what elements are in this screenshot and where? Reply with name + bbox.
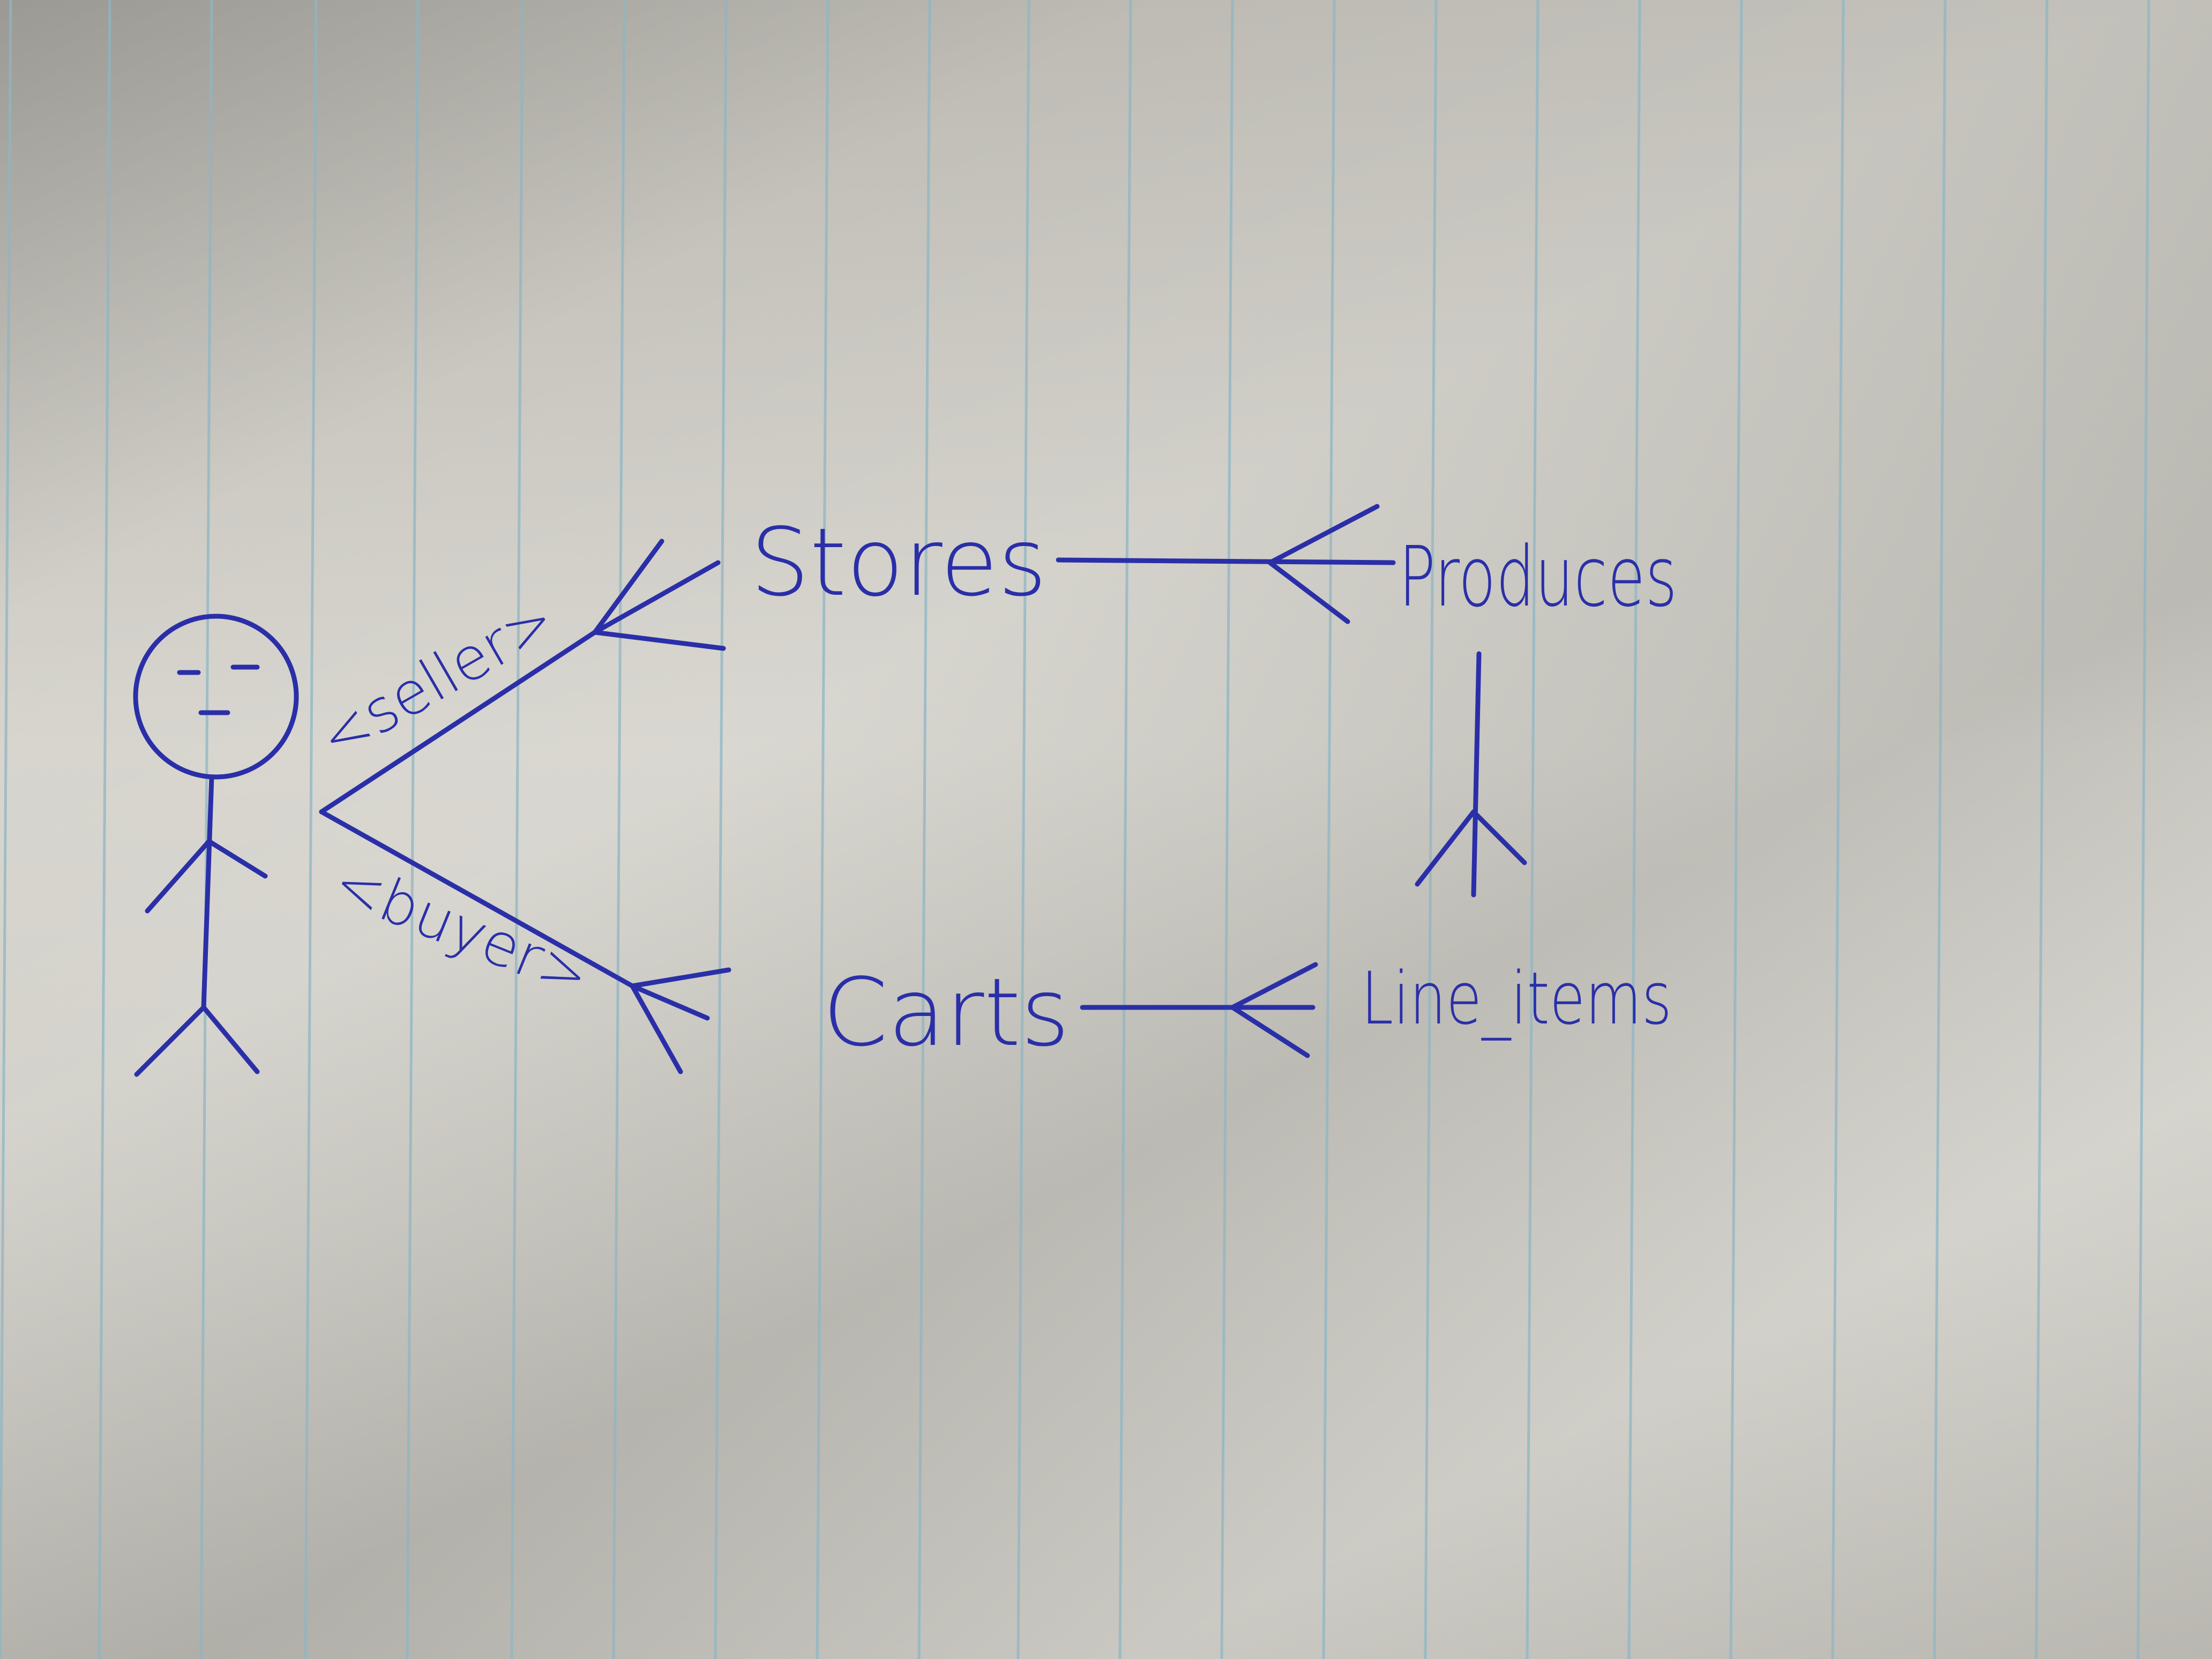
entity-label-line-items: Line_items xyxy=(1361,956,1672,1041)
role-label-buyer: <buyer> xyxy=(324,847,599,1011)
buyer-relationship-line xyxy=(319,809,731,1074)
stick-figure-icon xyxy=(133,614,299,1077)
entity-label-stores: Stores xyxy=(750,509,1047,617)
carts-lineitems-relationship xyxy=(1080,962,1318,1058)
entity-label-carts: Carts xyxy=(823,959,1070,1067)
stores-produces-relationship xyxy=(1056,504,1396,624)
entity-label-produces: Produces xyxy=(1399,528,1677,625)
paper-rules xyxy=(0,0,2150,1659)
seller-relationship-line xyxy=(319,539,726,814)
produces-lineitems-relationship xyxy=(1415,651,1527,898)
